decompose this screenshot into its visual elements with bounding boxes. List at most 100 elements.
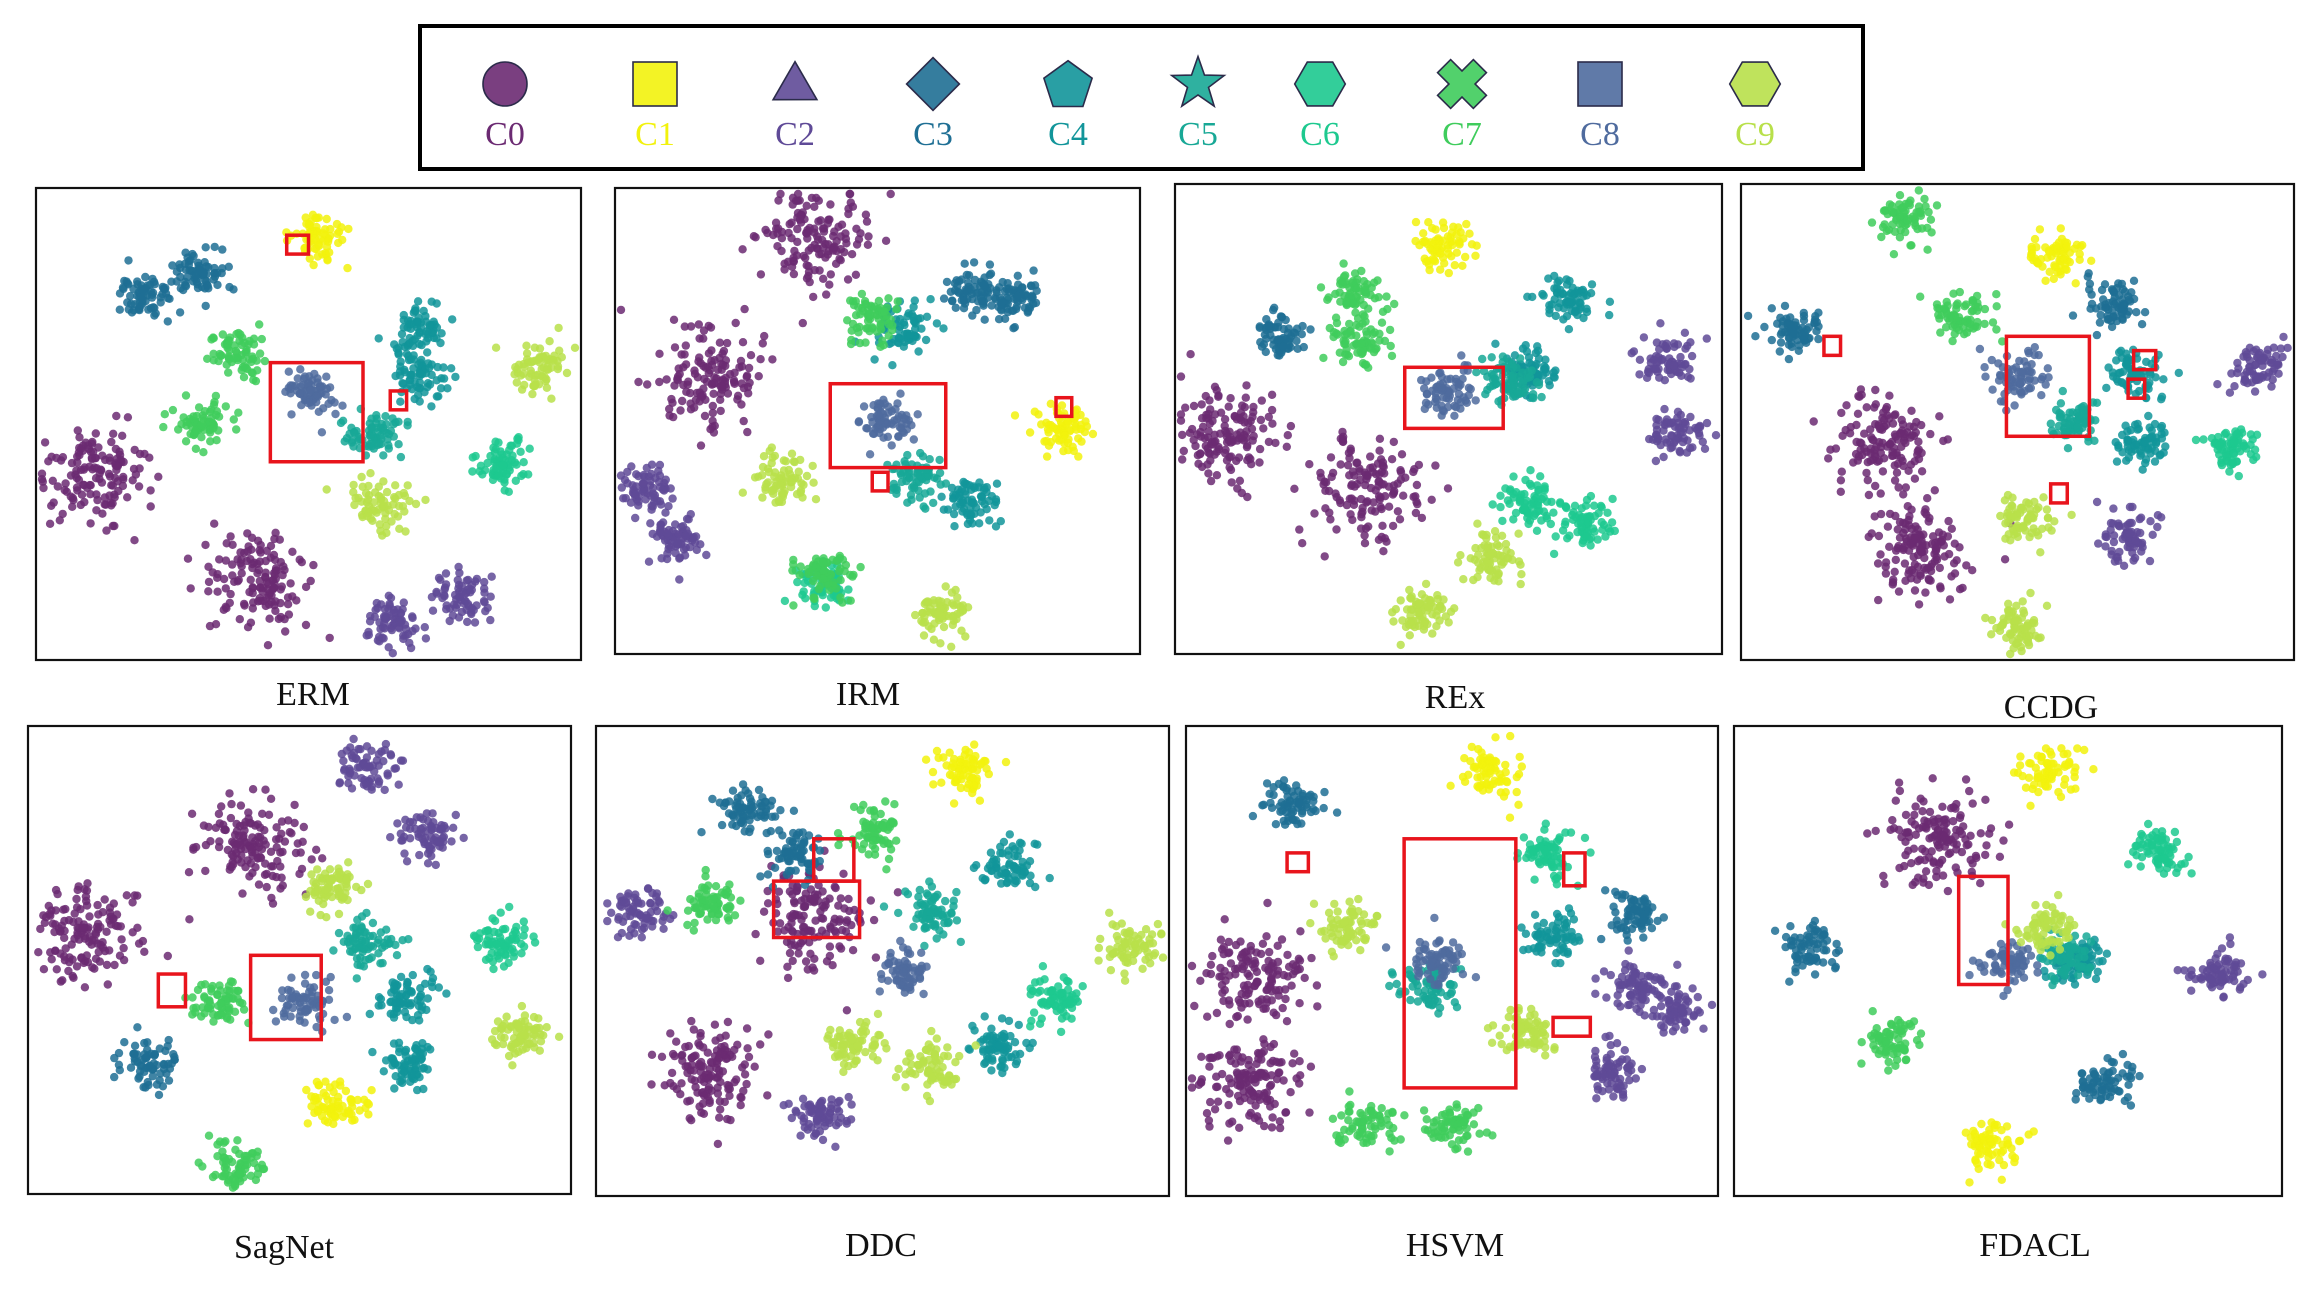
point — [1561, 517, 1570, 526]
point — [2144, 411, 2153, 421]
point — [1267, 390, 1277, 399]
point — [846, 596, 855, 605]
point — [1516, 579, 1525, 589]
point — [1685, 364, 1694, 374]
point — [2095, 318, 2105, 327]
point — [1876, 550, 1885, 559]
point — [1649, 355, 1659, 364]
cluster-c6 — [468, 433, 534, 496]
legend-label-c9: C9 — [1735, 116, 1775, 153]
point — [1496, 551, 1505, 560]
point — [2145, 556, 2155, 566]
point — [1867, 218, 1877, 227]
point — [2161, 442, 2170, 451]
point — [1935, 563, 1945, 573]
point — [1422, 377, 1431, 386]
point — [681, 341, 690, 350]
point — [759, 452, 769, 461]
point — [403, 421, 412, 430]
point — [1462, 219, 1471, 229]
point — [2114, 441, 2123, 450]
point — [870, 355, 879, 364]
point — [118, 431, 127, 440]
point — [325, 633, 334, 643]
point — [758, 339, 767, 348]
point — [1529, 390, 1538, 399]
point — [763, 464, 773, 473]
point — [369, 444, 378, 453]
point — [2230, 438, 2239, 447]
point — [1387, 351, 1397, 361]
point — [1453, 558, 1463, 567]
point — [1545, 301, 1554, 310]
point — [226, 589, 235, 599]
point — [554, 323, 563, 333]
point — [1316, 283, 1326, 292]
point — [1261, 347, 1271, 357]
point — [948, 612, 957, 621]
point — [1269, 305, 1278, 315]
point — [1576, 303, 1585, 312]
point — [916, 448, 925, 458]
point — [110, 521, 119, 531]
point — [977, 296, 987, 306]
point — [1026, 281, 1036, 290]
point — [1889, 443, 1899, 453]
point — [53, 482, 62, 491]
point — [1457, 351, 1466, 360]
point — [271, 564, 281, 573]
point — [1924, 517, 1933, 526]
point — [1375, 434, 1385, 443]
point — [1417, 590, 1427, 599]
point — [2043, 364, 2052, 373]
point — [2065, 257, 2074, 267]
point — [760, 331, 769, 341]
point — [1955, 287, 1965, 297]
point — [1364, 363, 1373, 372]
point — [427, 402, 436, 411]
point — [277, 582, 286, 591]
point — [1597, 518, 1606, 527]
panel-frame — [1739, 182, 2296, 662]
point — [1249, 402, 1258, 412]
point — [448, 315, 457, 324]
point — [717, 381, 726, 391]
point — [1212, 447, 1222, 456]
point — [218, 245, 227, 254]
point — [1800, 328, 1809, 337]
point — [1255, 458, 1264, 467]
point — [2058, 386, 2067, 396]
point — [768, 355, 777, 364]
point — [232, 353, 241, 362]
point — [249, 354, 258, 363]
point — [1205, 396, 1214, 405]
point — [2046, 419, 2055, 428]
point — [100, 493, 110, 502]
point — [1248, 412, 1257, 422]
point — [1541, 363, 1550, 373]
point — [1896, 428, 1905, 438]
point — [1329, 328, 1339, 337]
point — [487, 572, 496, 581]
point — [340, 437, 349, 446]
point — [1220, 415, 1230, 424]
point — [382, 487, 392, 497]
point — [1384, 502, 1394, 511]
point — [415, 397, 424, 406]
point — [1629, 347, 1639, 356]
point — [1874, 595, 1883, 605]
point — [730, 368, 739, 377]
point — [1305, 460, 1314, 469]
point — [374, 334, 383, 343]
point — [492, 464, 501, 473]
point — [439, 374, 449, 383]
point — [677, 350, 686, 359]
point — [1498, 516, 1507, 526]
point — [1659, 452, 1668, 462]
point — [129, 464, 139, 474]
point — [1702, 334, 1712, 343]
point — [664, 525, 674, 535]
point — [1342, 329, 1352, 338]
point — [96, 465, 106, 474]
point — [2112, 356, 2121, 365]
